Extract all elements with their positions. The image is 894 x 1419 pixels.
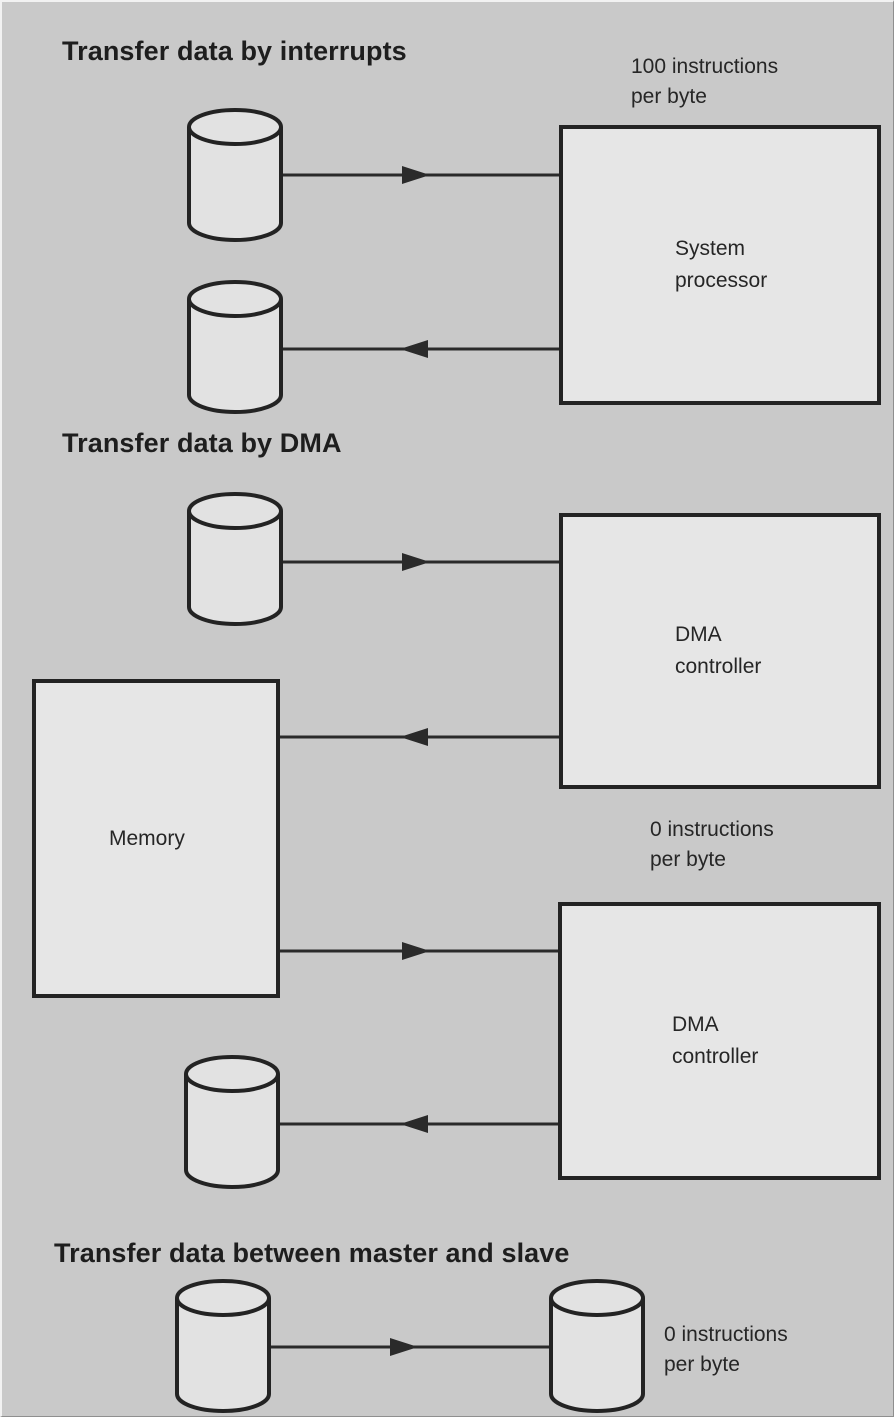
heading-interrupts: Transfer data by interrupts bbox=[62, 36, 407, 66]
note-interrupts-line1: 100 instructions bbox=[631, 55, 779, 78]
disk-cylinder-icon bbox=[187, 108, 283, 242]
memory-label-line1: Memory bbox=[109, 826, 185, 850]
arrowhead-icon bbox=[390, 1338, 418, 1356]
arrowhead-icon bbox=[402, 553, 430, 571]
dma-controller-2-label-line1: DMA bbox=[672, 1013, 719, 1036]
arrowhead-icon bbox=[400, 728, 428, 746]
disk-cylinder-icon bbox=[549, 1279, 645, 1413]
memory-box: Memory bbox=[32, 679, 280, 998]
note-dma-line1: 0 instructions bbox=[650, 818, 774, 841]
memory-label: Memory bbox=[109, 823, 185, 855]
dma-controller-2-label: DMA controller bbox=[672, 1009, 758, 1073]
system-processor-box: System processor bbox=[559, 125, 881, 405]
dma-controller-2-box: DMA controller bbox=[558, 902, 881, 1180]
arrowhead-icon bbox=[400, 340, 428, 358]
arrowhead-icon bbox=[400, 1115, 428, 1133]
note-dma: 0 instructions per byte bbox=[650, 815, 774, 875]
arrowhead-icon bbox=[402, 166, 430, 184]
heading-dma: Transfer data by DMA bbox=[62, 428, 342, 458]
dma-controller-1-box: DMA controller bbox=[559, 513, 881, 789]
note-master-slave: 0 instructions per byte bbox=[664, 1320, 788, 1380]
dma-controller-1-label-line2: controller bbox=[675, 655, 762, 678]
disk-cylinder-icon bbox=[187, 492, 283, 626]
note-master-slave-line2: per byte bbox=[664, 1353, 740, 1376]
disk-cylinder-icon bbox=[175, 1279, 271, 1413]
system-processor-label-line2: processor bbox=[675, 269, 768, 292]
note-interrupts: 100 instructions per byte bbox=[631, 52, 778, 112]
note-interrupts-line2: per byte bbox=[631, 85, 707, 108]
note-dma-line2: per byte bbox=[650, 848, 726, 871]
heading-master-slave: Transfer data between master and slave bbox=[54, 1238, 570, 1268]
dma-controller-1-label: DMA controller bbox=[675, 619, 761, 683]
disk-cylinder-icon bbox=[184, 1055, 280, 1189]
system-processor-label: System processor bbox=[675, 233, 767, 297]
arrowhead-icon bbox=[402, 942, 430, 960]
disk-cylinder-icon bbox=[187, 280, 283, 414]
dma-controller-1-label-line1: DMA bbox=[675, 623, 722, 646]
note-master-slave-line1: 0 instructions bbox=[664, 1323, 788, 1346]
dma-controller-2-label-line2: controller bbox=[672, 1045, 759, 1068]
system-processor-label-line1: System bbox=[675, 237, 746, 260]
